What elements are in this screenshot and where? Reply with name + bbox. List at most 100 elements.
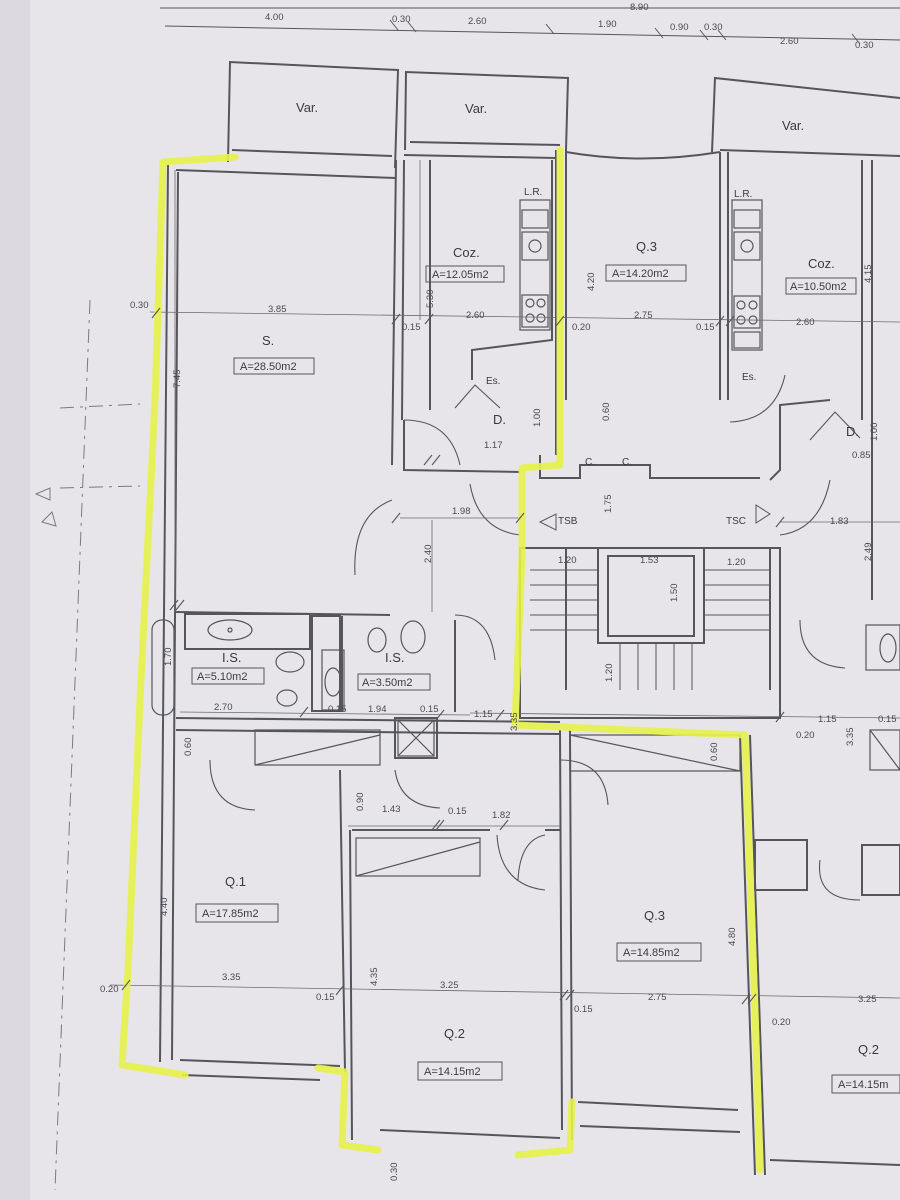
room-area-cozinha-1: A=12.05m2 [432, 269, 489, 281]
dim-top-2: 2.60 [468, 16, 487, 27]
dim-label: 7.45 [172, 370, 183, 389]
dimension-labels: 0.30 3.85 0.15 2.60 0.20 2.75 0.15 2.60 … [100, 265, 897, 1182]
area-box-sala [233, 357, 315, 375]
room-label-var-3: Var. [782, 118, 804, 133]
dim-label: 1.00 [532, 409, 543, 428]
dim-label: 3.35 [845, 728, 856, 747]
dim-label: 0.60 [709, 743, 720, 762]
dim-label: 0.15 [448, 806, 467, 817]
dim-label: 4.80 [727, 928, 738, 947]
room-area-is-2: A=3.50m2 [362, 677, 412, 689]
area-box-is-2 [357, 673, 431, 691]
dim-label: 1.20 [558, 555, 577, 566]
stair-treads [530, 504, 771, 690]
dim-label: 1.75 [603, 495, 614, 514]
area-box-quarto-3-bottom [616, 942, 702, 962]
dim-label: 1.15 [474, 709, 493, 720]
north-arrow-glyph [34, 487, 57, 527]
dim-label: 1.70 [163, 648, 174, 667]
room-area-cozinha-2: A=10.50m2 [790, 281, 847, 293]
room-area-quarto-3-bottom: A=14.85m2 [623, 947, 680, 959]
area-box-quarto-2 [417, 1061, 503, 1081]
dim-label: 4.35 [369, 968, 380, 987]
interior-dimension-lines [109, 160, 900, 999]
dim-label: 0.20 [772, 1017, 791, 1028]
dim-label: 3.35 [222, 972, 241, 983]
room-area-quarto-2: A=14.15m2 [424, 1066, 481, 1078]
room-label-var-1: Var. [296, 100, 318, 115]
label-tsb: TSB [558, 516, 578, 527]
dim-label: 2.40 [423, 545, 434, 564]
area-box-quarto-2-right [831, 1074, 900, 1094]
dim-label: 1.43 [382, 804, 401, 815]
dim-label: 2.60 [796, 317, 815, 328]
unit-boundary-highlight [118, 146, 764, 1174]
area-box-quarto-3-top [605, 264, 687, 282]
label-c-2: C. [622, 457, 632, 468]
room-label-is-2: I.S. [385, 650, 405, 665]
dim-label: 2.60 [466, 310, 485, 321]
dim-label: 0.20 [100, 984, 119, 995]
dim-label: 3.35 [509, 713, 520, 732]
label-escada-2: Es. [742, 372, 756, 383]
dim-label: 0.15 [316, 992, 335, 1003]
dim-label: 0.15 [696, 322, 715, 333]
dim-label: 0.15 [574, 1004, 593, 1015]
label-escada-1: Es. [486, 376, 500, 387]
label-despensa-1: D. [493, 412, 506, 427]
dimension-ticks [121, 307, 785, 1005]
dim-overall: 8.90 [630, 2, 649, 13]
area-box-is-1 [191, 667, 265, 685]
room-label-quarto-2: Q.2 [444, 1026, 465, 1041]
dim-top-6: 2.60 [780, 36, 799, 47]
dim-label: 0.60 [601, 403, 612, 422]
door-swings [209, 374, 861, 901]
dim-label: 0.60 [183, 738, 194, 757]
dim-label: 0.90 [355, 793, 366, 812]
dim-label: 0.15 [420, 704, 439, 715]
dim-label: 1.15 [818, 714, 837, 725]
dim-label: 1.94 [368, 704, 387, 715]
label-despensa-2: D. [846, 424, 859, 439]
dim-label: 1.20 [604, 664, 615, 683]
dim-label: 1.17 [484, 440, 503, 451]
dim-top-3: 1.90 [598, 19, 617, 30]
room-area-is-1: A=5.10m2 [197, 671, 247, 683]
dim-label: 0.30 [389, 1163, 400, 1182]
dim-label: 4.20 [586, 273, 597, 292]
room-label-quarto-3-top: Q.3 [636, 239, 657, 254]
dim-label: 0.20 [796, 730, 815, 741]
room-label-quarto-3-bottom: Q.3 [644, 908, 665, 923]
dim-label: 0.85 [852, 450, 871, 461]
dim-label: 1.20 [727, 557, 746, 568]
room-label-is-1: I.S. [222, 650, 242, 665]
room-area-quarto-3-top: A=14.20m2 [612, 268, 669, 280]
dim-label: 2.49 [863, 543, 874, 562]
grid-axis-lines [54, 299, 141, 1191]
dim-label: 1.50 [669, 584, 680, 603]
room-label-cozinha-1: Coz. [453, 245, 480, 260]
area-box-quarto-1 [195, 903, 279, 923]
dim-label: 1.53 [640, 555, 659, 566]
room-label-sala: S. [262, 333, 274, 348]
room-label-quarto-1: Q.1 [225, 874, 246, 889]
dim-label: 2.75 [634, 310, 653, 321]
top-dimension-chain [160, 7, 900, 45]
dim-top-5: 0.30 [704, 22, 723, 33]
dim-label: 1.98 [452, 506, 471, 517]
dim-label: 1.00 [869, 423, 880, 442]
dim-top-0: 4.00 [265, 12, 284, 23]
dim-label: 4.15 [863, 265, 874, 284]
room-area-quarto-2-right: A=14.15m [838, 1079, 888, 1091]
room-area-quarto-1: A=17.85m2 [202, 908, 259, 920]
dim-label: 4.40 [159, 898, 170, 917]
dim-label: 5.30 [425, 290, 436, 309]
room-area-sala: A=28.50m2 [240, 361, 297, 373]
dim-label: 3.85 [268, 304, 287, 315]
room-label-var-2: Var. [465, 101, 487, 116]
label-c-1: C. [585, 457, 595, 468]
area-box-cozinha-2 [785, 277, 857, 295]
dim-top-7: 0.30 [855, 40, 874, 51]
dim-label: 1.83 [830, 516, 849, 527]
